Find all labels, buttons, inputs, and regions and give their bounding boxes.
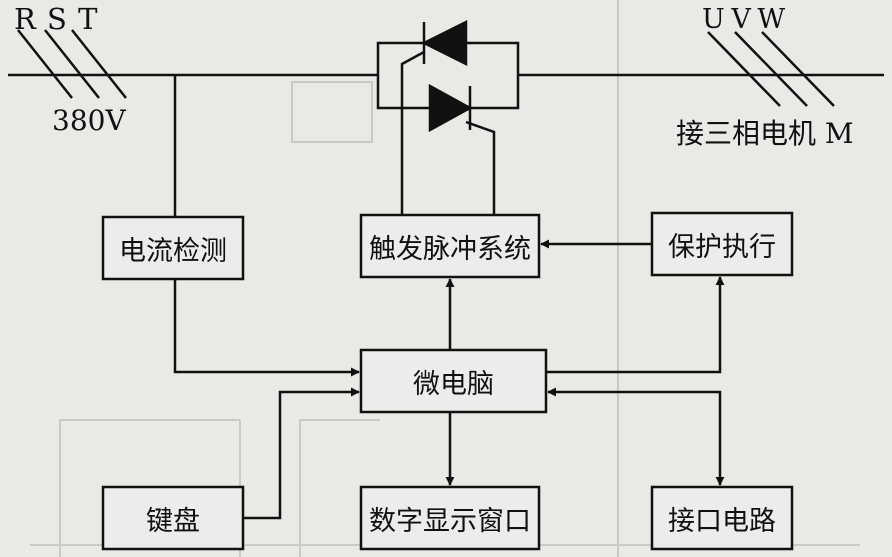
display-box xyxy=(359,485,541,551)
output-motor-label: 接三相电机 M xyxy=(676,117,854,150)
blocks xyxy=(101,211,794,551)
input-phase-ticks xyxy=(17,29,127,99)
input-phases-label: R S T xyxy=(14,2,99,36)
microcomputer-box xyxy=(359,348,548,414)
keyboard-box xyxy=(101,485,245,551)
input-voltage-label: 380V xyxy=(52,104,126,137)
interface-box xyxy=(650,485,794,551)
protection-box xyxy=(650,211,794,277)
trigger-pulse-box xyxy=(359,213,541,279)
output-phase-ticks xyxy=(707,31,835,107)
lower-thyristor-icon xyxy=(428,83,473,133)
current-detect-box xyxy=(101,215,245,281)
output-phases-label: U V W xyxy=(702,4,785,35)
upper-thyristor-icon xyxy=(421,19,468,67)
connections xyxy=(173,75,725,520)
thyristor-pair xyxy=(376,19,520,215)
